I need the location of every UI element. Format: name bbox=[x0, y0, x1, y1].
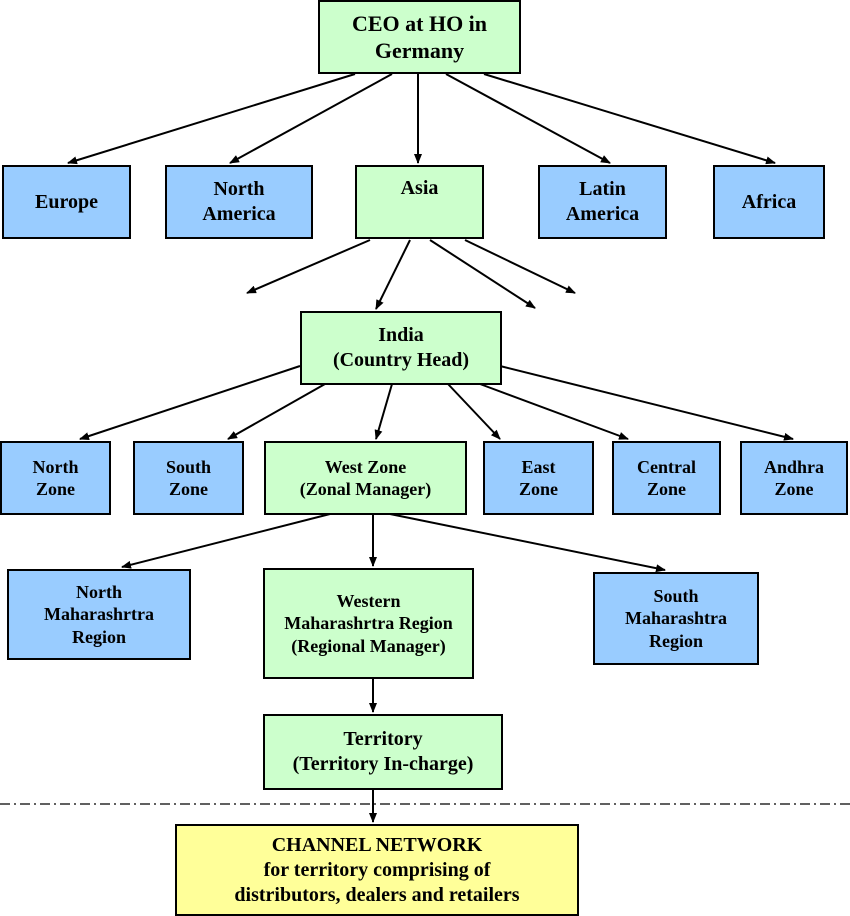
south-zone-line2: Zone bbox=[168, 479, 208, 499]
ceo-line1: CEO at HO in bbox=[351, 10, 488, 36]
west-zone-line1: West Zone bbox=[324, 456, 407, 477]
latin-america-line2: America bbox=[565, 203, 640, 225]
north-maharashtra-line3: Region bbox=[72, 626, 126, 647]
south-maharashtra-line1: South bbox=[653, 585, 699, 606]
arrow-asia-to-india bbox=[375, 239, 411, 310]
western-maharashtra-line1: Western bbox=[336, 590, 401, 611]
arrow-asia-to-other-left bbox=[246, 239, 371, 294]
channel-network-box: CHANNEL NETWORK for territory comprising… bbox=[175, 824, 579, 916]
arrow-ceo-to-europe bbox=[67, 73, 356, 165]
andhra-zone-line2: Zone bbox=[774, 479, 814, 499]
arrow-ceo-to-north-america bbox=[229, 73, 393, 164]
territory-line1: Territory bbox=[343, 728, 423, 750]
arrow-india-to-andhra-zone bbox=[499, 365, 794, 441]
south-maharashtra-line2: Maharashtra bbox=[625, 608, 727, 629]
north-america-box: North America bbox=[165, 165, 313, 239]
west-zone-box: West Zone (Zonal Manager) bbox=[264, 441, 467, 515]
channel-line1: CHANNEL NETWORK bbox=[271, 833, 483, 856]
south-zone-box: South Zone bbox=[133, 441, 244, 515]
arrow-india-to-central-zone bbox=[479, 383, 629, 440]
territory-line2: (Territory In-charge) bbox=[292, 753, 474, 775]
east-zone-line1: East bbox=[521, 456, 556, 477]
ceo-line2: Germany bbox=[374, 38, 465, 63]
andhra-zone-box: Andhra Zone bbox=[740, 441, 848, 515]
western-maharashtra-line3: (Regional Manager) bbox=[291, 635, 446, 656]
arrow-ceo-to-latin-america bbox=[445, 73, 611, 164]
europe-box: Europe bbox=[2, 165, 131, 239]
arrow-ceo-to-africa bbox=[483, 73, 776, 165]
territory-box: Territory (Territory In-charge) bbox=[263, 714, 503, 790]
west-zone-line2: (Zonal Manager) bbox=[299, 479, 432, 499]
central-zone-line2: Zone bbox=[646, 479, 686, 499]
western-maharashtra-region-box: Western Maharashrtra Region (Regional Ma… bbox=[263, 568, 474, 679]
latin-america-box: Latin America bbox=[538, 165, 667, 239]
africa-label: Africa bbox=[741, 190, 797, 213]
arrow-west-to-north-maharashtra bbox=[121, 513, 331, 569]
channel-line3: distributors, dealers and retailers bbox=[234, 883, 520, 906]
arrow-west-to-south-maharashtra bbox=[389, 513, 666, 573]
arrow-asia-to-other-right-2 bbox=[464, 239, 576, 294]
central-zone-box: Central Zone bbox=[612, 441, 721, 515]
asia-label: Asia bbox=[400, 177, 439, 199]
andhra-zone-line1: Andhra bbox=[763, 456, 825, 477]
western-maharashtra-line2: Maharashrtra Region bbox=[284, 613, 453, 634]
south-zone-line1: South bbox=[165, 456, 212, 477]
arrow-india-to-west-zone bbox=[374, 383, 393, 440]
north-zone-box: North Zone bbox=[0, 441, 111, 515]
latin-america-line1: Latin bbox=[579, 178, 626, 200]
africa-box: Africa bbox=[713, 165, 825, 239]
india-box: India (Country Head) bbox=[300, 311, 502, 385]
arrow-india-to-south-zone bbox=[227, 383, 326, 440]
arrow-asia-to-other-right-1 bbox=[429, 239, 536, 309]
ceo-box: CEO at HO in Germany bbox=[318, 0, 521, 74]
south-maharashtra-line3: Region bbox=[649, 630, 703, 651]
north-america-line2: America bbox=[202, 203, 276, 225]
india-line2: (Country Head) bbox=[332, 349, 470, 371]
east-zone-line2: Zone bbox=[518, 479, 558, 499]
south-maharashtra-region-box: South Maharashtra Region bbox=[593, 572, 759, 665]
europe-label: Europe bbox=[35, 190, 98, 213]
central-zone-line1: Central bbox=[637, 456, 696, 477]
east-zone-box: East Zone bbox=[483, 441, 594, 515]
arrow-india-to-east-zone bbox=[447, 383, 501, 440]
north-zone-line2: Zone bbox=[35, 479, 75, 499]
arrow-india-to-north-zone bbox=[79, 365, 301, 440]
channel-line2: for territory comprising of bbox=[263, 858, 491, 881]
india-line1: India bbox=[378, 324, 424, 346]
north-america-line1: North bbox=[213, 178, 265, 200]
north-maharashtra-region-box: North Maharashrtra Region bbox=[7, 569, 191, 660]
asia-box: Asia bbox=[355, 165, 484, 239]
north-zone-line1: North bbox=[32, 456, 79, 477]
north-maharashtra-line1: North bbox=[76, 581, 122, 602]
north-maharashtra-line2: Maharashrtra bbox=[44, 604, 154, 625]
